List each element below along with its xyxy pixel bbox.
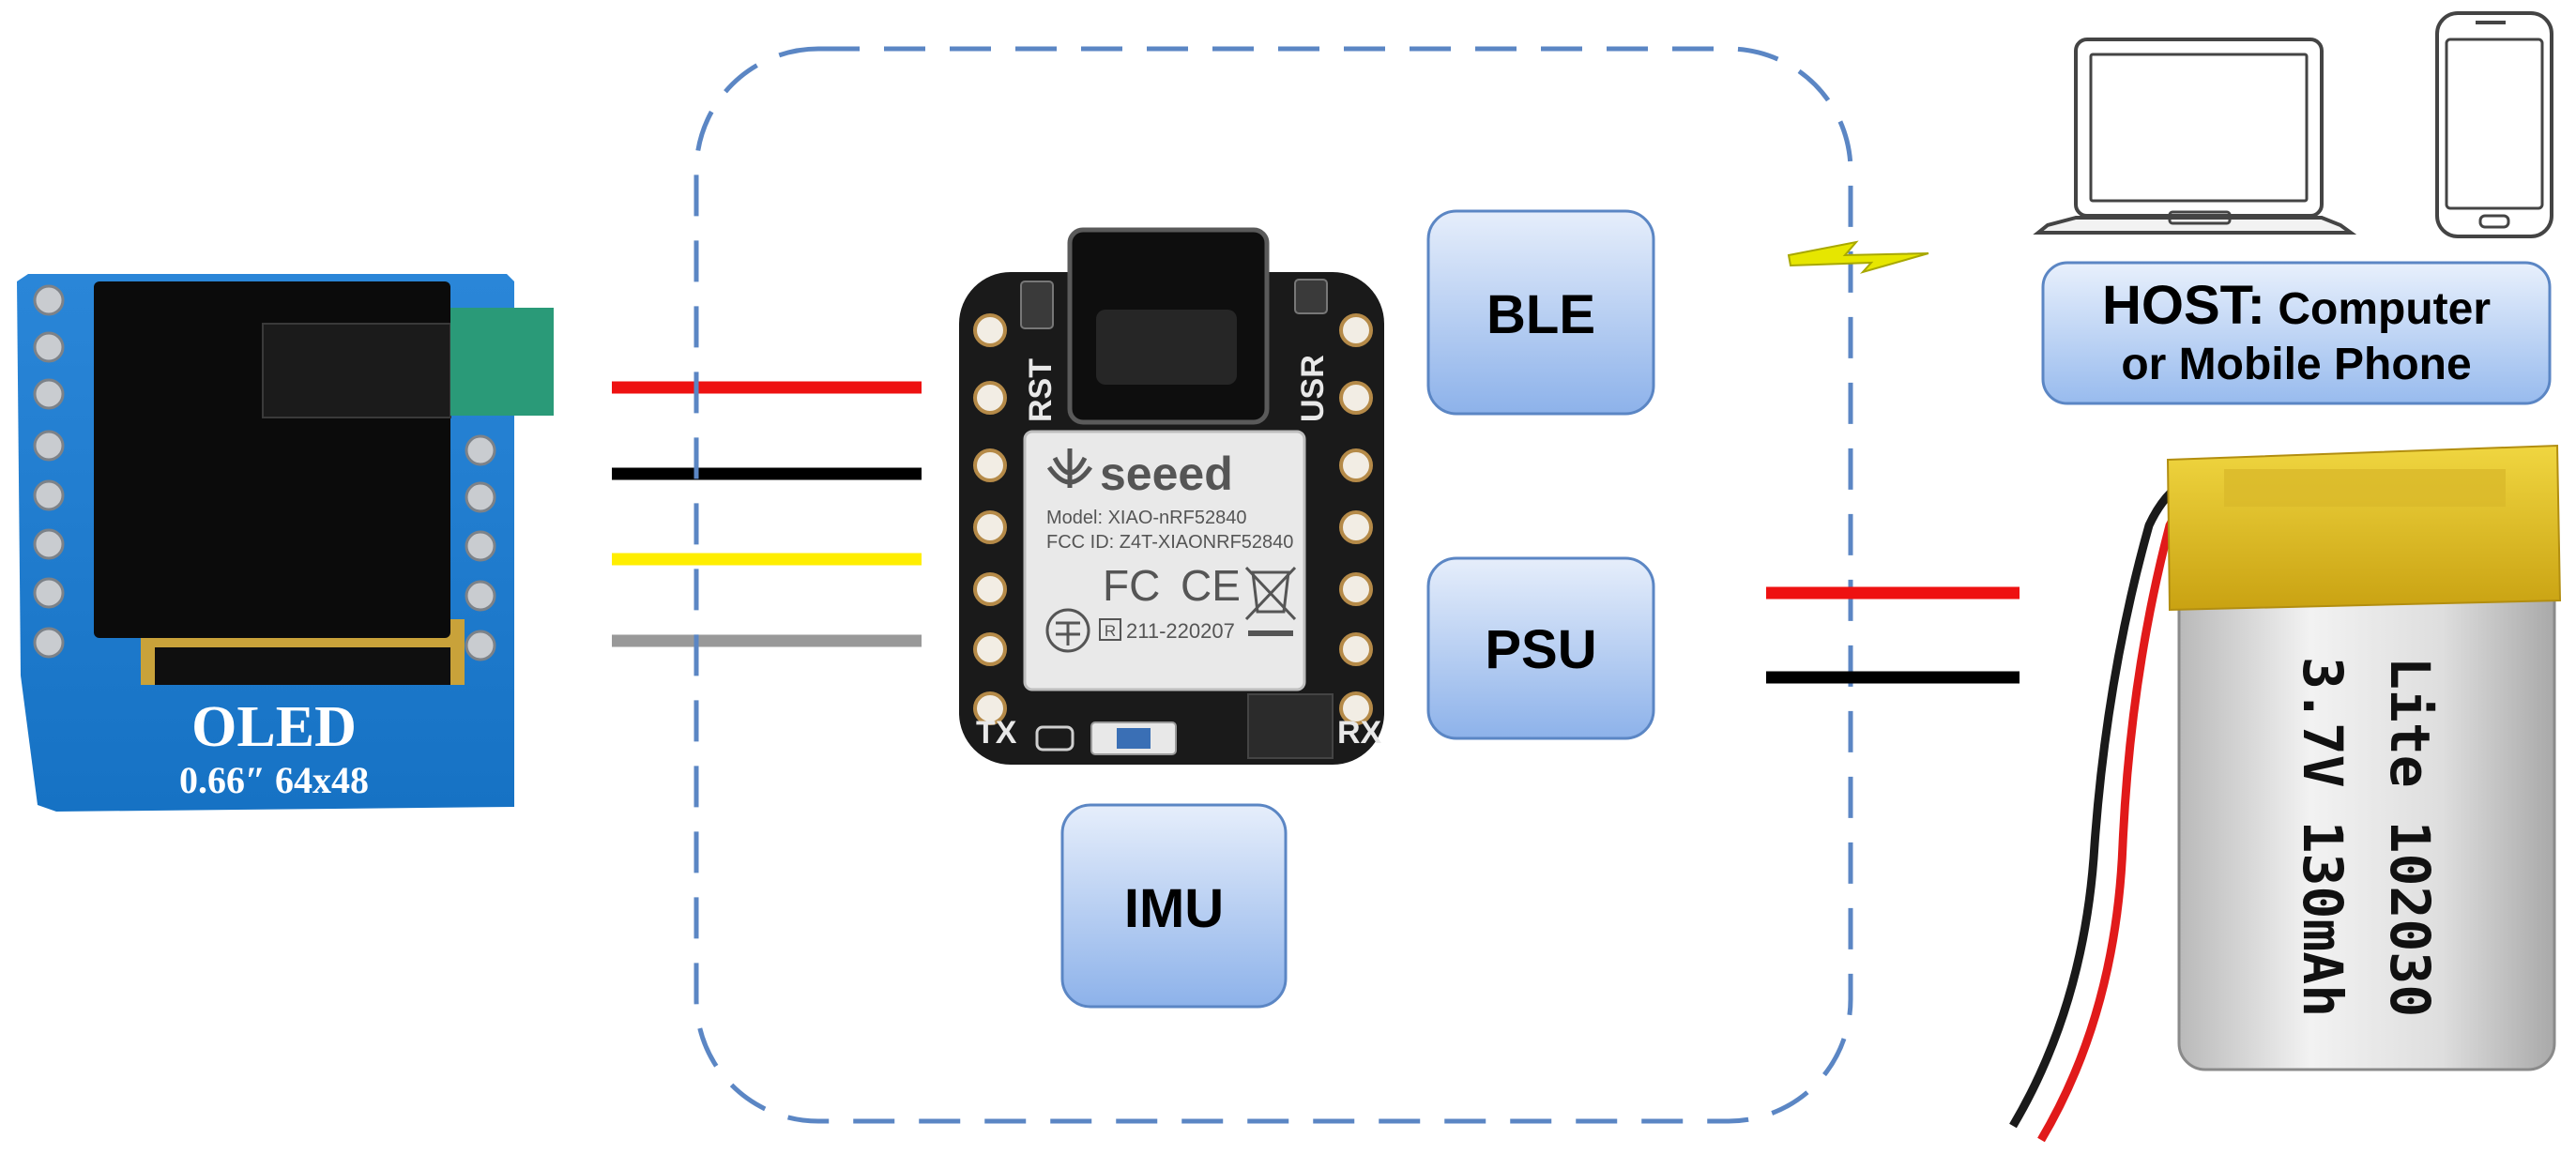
oled-module: OLED 0.66″ 64x48 (17, 274, 554, 812)
oled-connector (155, 647, 450, 685)
host-block: HOST: Computer or Mobile Phone (2041, 261, 2552, 405)
host-title: HOST: Computer (2102, 275, 2491, 336)
xiao-pads-left (973, 313, 1007, 725)
registered-r: R (1105, 622, 1116, 640)
fcc-mark: FC (1103, 561, 1160, 610)
oled-spec: 0.66″ 64x48 (179, 759, 369, 801)
pin-label-tx: TX (976, 715, 1017, 751)
user-led (1294, 279, 1328, 314)
lightning-bolt-icon (1787, 240, 1929, 274)
ble-box (1426, 209, 1655, 416)
oled-wires (612, 381, 922, 647)
host-subtitle: or Mobile Phone (2121, 340, 2471, 389)
oled-pins-right (465, 434, 496, 661)
battery-wires (1766, 586, 2020, 684)
battery-spec: 3.7V 130mAh (2291, 657, 2355, 1017)
battery-cell (2177, 547, 2556, 1071)
xiao-fcc-id: FCC ID: Z4T-XIAONRF52840 (1046, 532, 1293, 553)
lipo-battery: Lite 102030 3.7V 130mAh (2009, 444, 2562, 1143)
cert-number: 211-220207 (1126, 619, 1235, 643)
xiao-model: Model: XIAO-nRF52840 (1046, 508, 1246, 528)
ce-mark: CE (1181, 561, 1241, 610)
imu-chip (1247, 693, 1334, 759)
oled-film-tab (450, 308, 554, 416)
registered-box (1099, 618, 1121, 641)
oled-protective-film (262, 323, 451, 418)
imu-box (1060, 803, 1288, 1009)
host-box (2041, 261, 2552, 405)
ble-block: BLE (1426, 209, 1655, 416)
oled-label: OLED (191, 695, 357, 759)
seeed-brand: seeed (1100, 448, 1233, 500)
ble-label: BLE (1486, 284, 1595, 345)
rf-shield (1023, 430, 1306, 691)
psu-box (1426, 556, 1655, 740)
telec-mark-icon (1045, 608, 1090, 653)
xiao-board: RST USR TX RX seeed Model: XIAO-nRF52840… (959, 227, 1384, 765)
smd-pad (1035, 725, 1075, 752)
pin-label-usr: USR (1295, 355, 1331, 422)
pin-label-rx: RX (1337, 715, 1382, 751)
pin-label-rst: RST (1023, 358, 1059, 422)
oled-pins-left (33, 284, 65, 659)
charge-led (1117, 728, 1151, 749)
imu-label: IMU (1124, 878, 1224, 939)
psu-block: PSU (1426, 556, 1655, 740)
weee-bin-icon (1244, 566, 1297, 636)
reset-button (1020, 281, 1054, 329)
smartphone-icon (2435, 11, 2553, 238)
usb-c-port (1096, 310, 1237, 385)
system-boundary (694, 46, 1853, 1124)
xiao-pads-right (1339, 313, 1373, 725)
seeed-logo-icon (1046, 448, 1093, 488)
host-prefix: HOST: (2102, 275, 2265, 336)
laptop-icon (2033, 38, 2357, 235)
battery-pcm (2224, 469, 2506, 507)
imu-block: IMU (1060, 803, 1288, 1009)
battery-model: Lite 102030 (2378, 657, 2442, 1017)
psu-label: PSU (1485, 619, 1596, 680)
host-title-rest: Computer (2265, 284, 2491, 334)
